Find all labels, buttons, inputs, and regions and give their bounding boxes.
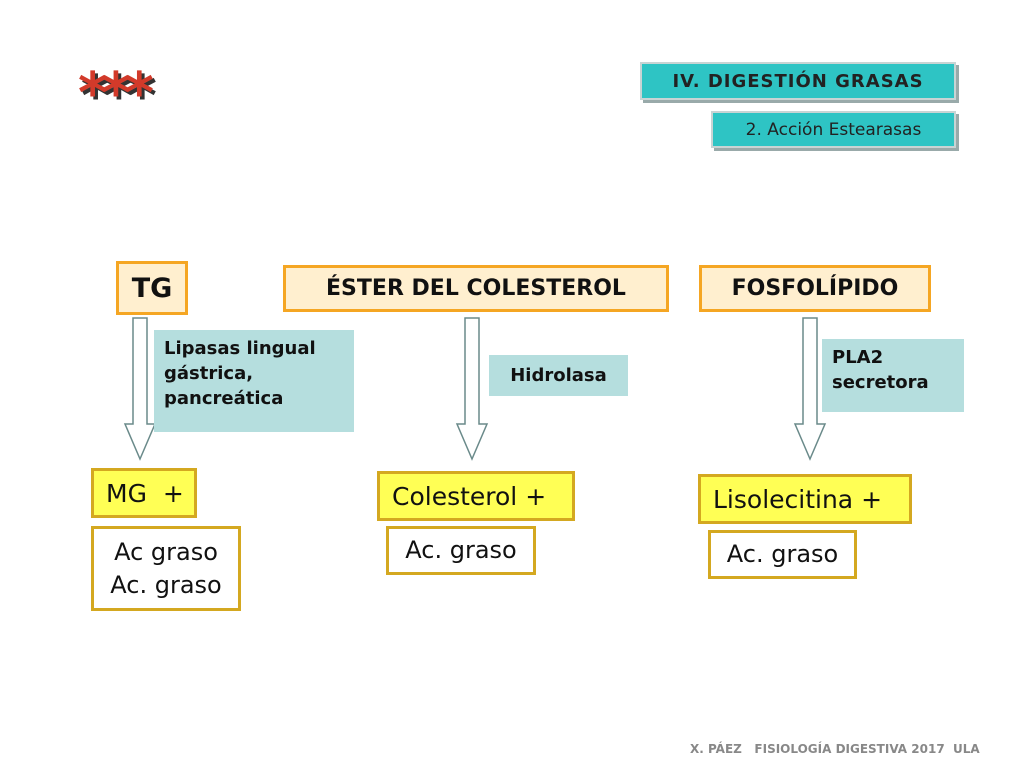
enzyme-lipasas: Lipasas lingual gástrica, pancreática — [154, 330, 354, 432]
acid-box-tg: Ac graso Ac. graso — [91, 526, 241, 611]
section-title-tag: IV. DIGESTIÓN GRASAS — [640, 62, 956, 100]
arrow-ester-to-colesterol — [455, 317, 489, 461]
subsection-title-tag: 2. Acción Estearasas — [711, 111, 956, 148]
substrate-ester-colesterol: ÉSTER DEL COLESTEROL — [283, 265, 669, 312]
product-mg-label: MG + — [106, 478, 184, 508]
product-lisolecitina-label: Lisolecitina + — [713, 484, 883, 514]
acid-tg-line1: Ac graso — [114, 538, 218, 567]
enzyme-lipasas-line1: Lipasas lingual — [164, 338, 316, 359]
acid-box-colesterol: Ac. graso — [386, 526, 536, 575]
section-title: IV. DIGESTIÓN GRASAS — [672, 70, 924, 92]
substrate-tg-label: TG — [131, 272, 173, 304]
product-colesterol: Colesterol + — [377, 471, 575, 521]
subsection-title: 2. Acción Estearasas — [745, 119, 922, 140]
acid-tg-line2: Ac. graso — [110, 570, 222, 599]
acid-box-lisolecitina: Ac. graso — [708, 530, 857, 579]
acid-colesterol-label: Ac. graso — [405, 536, 517, 565]
enzyme-hidrolasa: Hidrolasa — [489, 355, 628, 396]
enzyme-lipasas-line2: gástrica, — [164, 363, 254, 385]
substrate-tg: TG — [116, 261, 188, 315]
product-lisolecitina: Lisolecitina + — [698, 474, 912, 524]
stars-decoration: *** — [78, 61, 154, 126]
enzyme-pla2-line2: secretora — [832, 372, 929, 394]
enzyme-pla2-line1: PLA2 — [832, 347, 884, 368]
substrate-fosfolipido: FOSFOLÍPIDO — [699, 265, 931, 312]
footer-credit: X. PÁEZ FISIOLOGÍA DIGESTIVA 2017 ULA — [690, 742, 980, 756]
arrow-tg-to-mg — [123, 317, 157, 461]
product-colesterol-label: Colesterol + — [392, 481, 547, 511]
enzyme-lipasas-line3: pancreática — [164, 388, 284, 410]
enzyme-hidrolasa-label: Hidrolasa — [510, 364, 607, 386]
substrate-ester-label: ÉSTER DEL COLESTEROL — [326, 276, 626, 301]
acid-lisolecitina-label: Ac. graso — [726, 540, 839, 569]
substrate-fosfolipido-label: FOSFOLÍPIDO — [731, 276, 899, 301]
product-mg: MG + — [91, 468, 197, 518]
arrow-fosfolipido-to-lisolecitina — [793, 317, 827, 461]
enzyme-pla2: PLA2 secretora — [822, 339, 964, 412]
